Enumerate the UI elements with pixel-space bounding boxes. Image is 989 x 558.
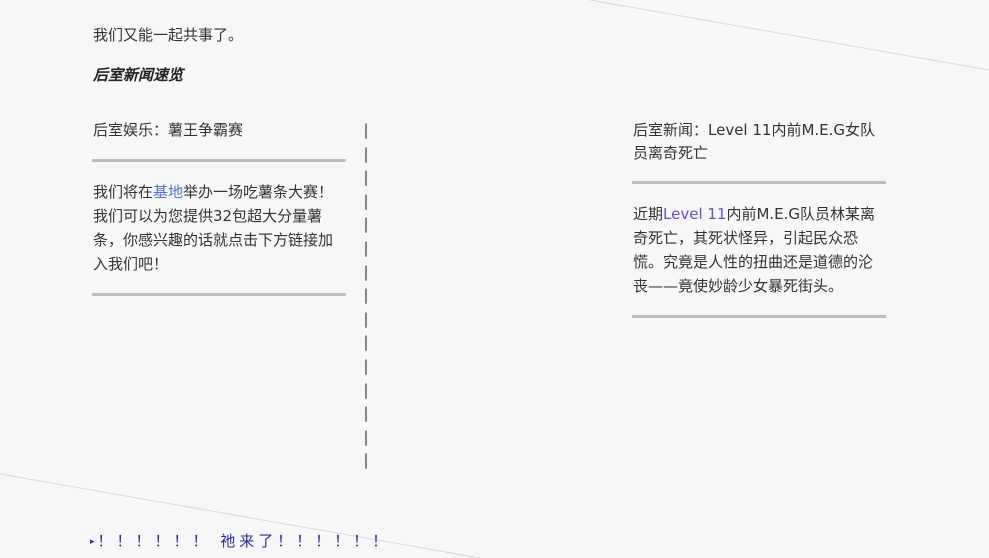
divider-pipe: | — [361, 451, 371, 470]
cursor-arrow-icon: ▸ — [90, 537, 95, 547]
divider-pipe: | — [361, 238, 371, 257]
body-text: 近期 — [633, 205, 664, 223]
divider-pipe: | — [361, 168, 371, 187]
body-text: 内前M.E.G队员林某离奇死亡，其死状怪异，引起民众恐慌。究竟是人性的扭曲还是道… — [633, 205, 876, 295]
news-card-title: 后室娱乐：薯王争霸赛 — [93, 121, 244, 139]
divider-pipe: | — [361, 191, 371, 210]
divider-pipe: | — [361, 262, 371, 281]
base-link[interactable]: 基地 — [153, 183, 184, 201]
divider-pipe: | — [361, 215, 371, 234]
divider-pipe: | — [361, 404, 371, 423]
news-card-body: 近期Level 11内前M.E.G队员林某离奇死亡，其死状怪异，引起民众恐慌。究… — [632, 202, 886, 298]
column-divider: | | | | | | | | | | | | | | | — [359, 119, 373, 473]
divider-pipe: | — [361, 286, 371, 305]
news-heading: 后室新闻速览 — [93, 66, 184, 84]
divider-rule — [92, 159, 346, 162]
news-card-entertainment: 后室娱乐：薯王争霸赛 我们将在基地举办一场吃薯条大赛！我们可以为您提供32包超大… — [92, 119, 346, 296]
footer-warning-text: ！！！！！！ 祂来了！！！！！！ — [97, 532, 392, 550]
news-card-title: 后室新闻：Level 11内前M.E.G女队员离奇死亡 — [633, 121, 876, 162]
divider-pipe: | — [361, 144, 371, 163]
divider-pipe: | — [361, 333, 371, 352]
footer-warning: ▸！！！！！！ 祂来了！！！！！！ — [90, 530, 391, 551]
news-card-incident: 后室新闻：Level 11内前M.E.G女队员离奇死亡 近期Level 11内前… — [632, 119, 886, 318]
divider-pipe: | — [361, 380, 371, 399]
divider-pipe: | — [361, 309, 371, 328]
divider-pipe: | — [361, 356, 371, 375]
intro-text: 我们又能一起共事了。 — [93, 26, 244, 44]
divider-rule — [632, 315, 886, 318]
body-text: 我们将在 — [93, 183, 154, 201]
divider-rule — [632, 181, 886, 184]
divider-pipe: | — [361, 427, 371, 446]
body-text: 举办一场吃薯条大赛！我们可以为您提供32包超大分量薯条，你感兴趣的话就点击下方链… — [93, 183, 334, 273]
level-11-link[interactable]: Level 11 — [663, 205, 727, 223]
news-card-body: 我们将在基地举办一场吃薯条大赛！我们可以为您提供32包超大分量薯条，你感兴趣的话… — [92, 180, 346, 276]
divider-rule — [92, 293, 346, 296]
divider-pipe: | — [361, 121, 371, 139]
